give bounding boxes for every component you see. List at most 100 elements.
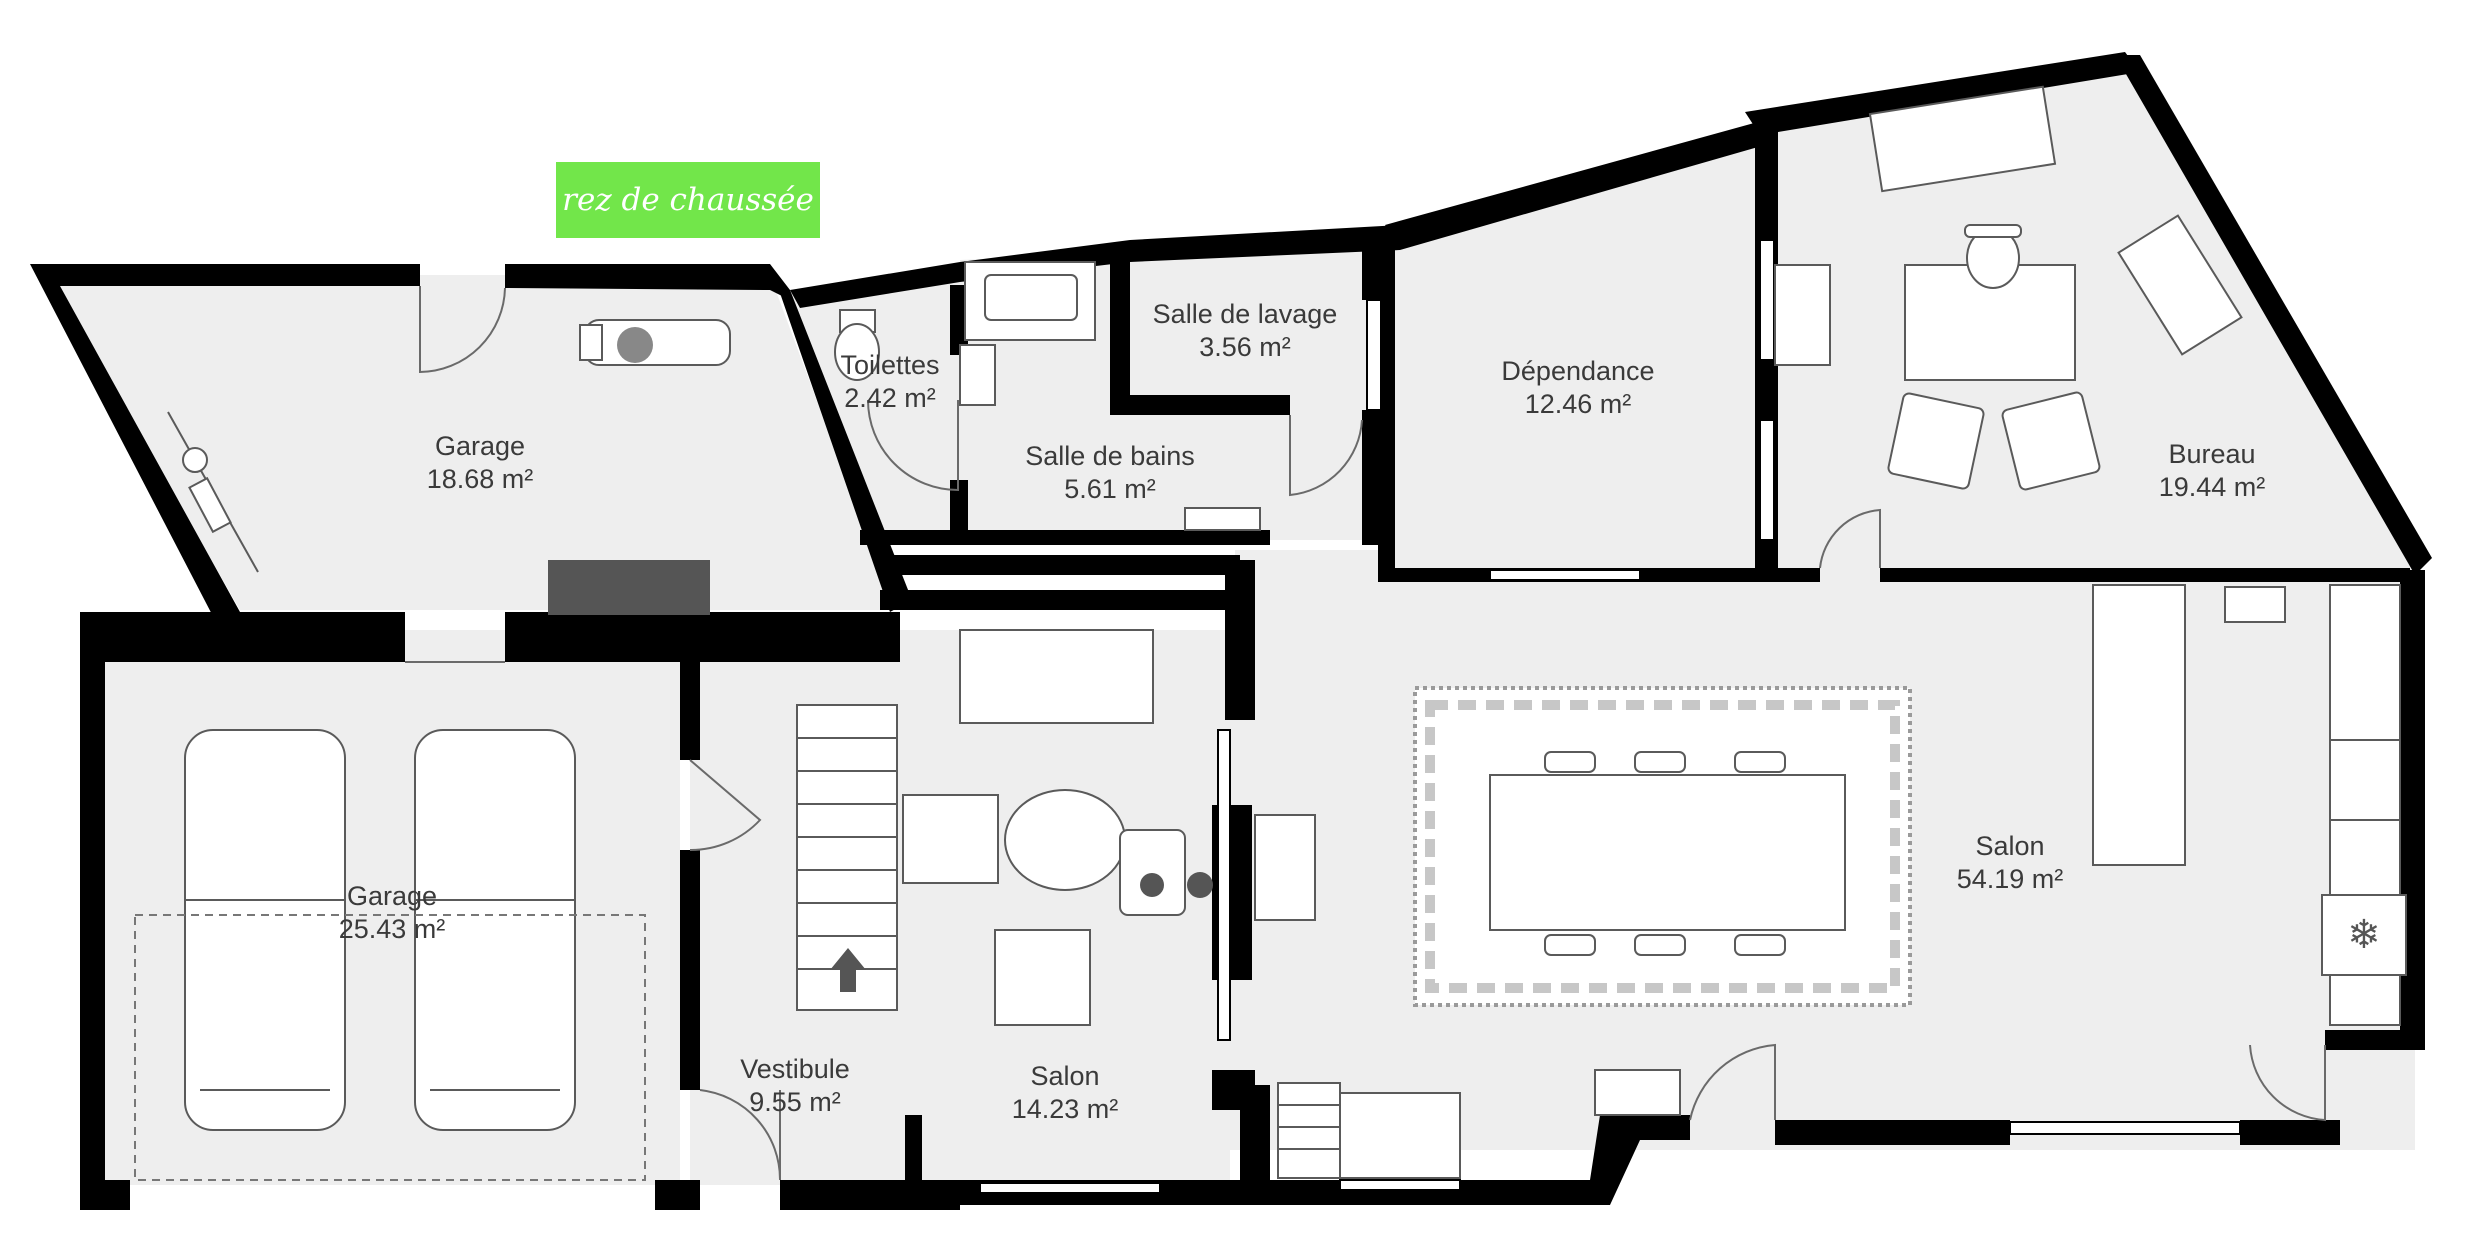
wall-garage-top-right xyxy=(505,264,790,300)
bath-shelf xyxy=(1184,507,1261,531)
floor-toilettes xyxy=(790,270,960,530)
window-bureau-left2 xyxy=(1759,419,1775,541)
room-name-dependance: Dépendance xyxy=(1501,356,1654,386)
room-name-salle-de-lavage: Salle de lavage xyxy=(1153,299,1338,329)
floor-corridor xyxy=(1235,550,1385,600)
entry-cabinet xyxy=(1339,1092,1461,1179)
room-area-toilettes: 2.42 m² xyxy=(844,383,936,413)
room-area-salon-main: 54.19 m² xyxy=(1957,864,2064,894)
bureau-side-table xyxy=(1774,264,1831,366)
wall-lavage-left xyxy=(1110,250,1130,410)
armchair-2 xyxy=(2001,391,2101,491)
bureau-shelf-top xyxy=(1868,85,2057,193)
coffee-table xyxy=(1004,789,1126,891)
wall-corridor-right xyxy=(1225,560,1255,720)
room-name-salle-de-bains: Salle de bains xyxy=(1025,441,1195,471)
car-left-icon xyxy=(184,729,346,1131)
window-salon-small-bottom xyxy=(979,1182,1161,1194)
entry-shelf xyxy=(1594,1069,1681,1116)
door-kitchen xyxy=(2249,1044,2326,1122)
wall-bureau-bottom-right xyxy=(1880,568,2410,582)
wall-bottom-stairs xyxy=(1240,1085,1270,1205)
windows xyxy=(979,239,2241,1194)
door-vestibule xyxy=(699,1089,782,1181)
wall-dependance-top xyxy=(1385,120,1765,250)
motorcycle-icon xyxy=(579,319,731,366)
wall-garage-bottom-floor xyxy=(80,1180,130,1210)
staircase-small xyxy=(1277,1082,1341,1179)
room-name-salon-small: Salon xyxy=(1030,1061,1099,1091)
wall-vestibule-left-low xyxy=(680,850,700,1090)
armchair-4 xyxy=(994,929,1091,1026)
floor-bureau xyxy=(1765,60,2415,555)
window-salon-bottom xyxy=(2009,1121,2241,1135)
room-name-bureau: Bureau xyxy=(2168,439,2255,469)
wall-garage-divider-left xyxy=(80,612,405,662)
dining-chairs xyxy=(1544,751,1786,956)
wall-toilettes-right xyxy=(950,285,968,355)
stairs-up-arrow-icon xyxy=(830,948,866,992)
dining-table xyxy=(1489,774,1846,931)
wall-bath-bottom xyxy=(860,530,1270,545)
kitchen-cooktop xyxy=(2321,894,2407,976)
window-bureau-left xyxy=(1759,239,1775,361)
wall-salon-bottom-left xyxy=(1775,1120,2010,1145)
wall-garage-slant xyxy=(770,264,912,612)
fireplace-hearth xyxy=(1254,814,1316,921)
wall-bottom-salon-small xyxy=(905,1115,922,1210)
door-entry-salon xyxy=(1689,1043,1776,1121)
wall-bottom-vestibule xyxy=(780,1180,960,1210)
wall-garage-divider-right xyxy=(505,612,900,662)
bicycle-icon xyxy=(167,411,259,573)
room-area-garage-bottom: 25.43 m² xyxy=(339,914,446,944)
wall-garage-bottom-left xyxy=(80,635,105,1210)
wall-bureau-bottom-left xyxy=(1765,568,1820,582)
room-area-bureau: 19.44 m² xyxy=(2159,472,2266,502)
room-name-vestibule: Vestibule xyxy=(740,1054,850,1084)
room-name-garage-top: Garage xyxy=(435,431,525,461)
room-area-salle-de-bains: 5.61 m² xyxy=(1064,474,1156,504)
floor-dependance xyxy=(1385,135,1765,570)
window-salon-small-right xyxy=(1217,729,1231,1041)
room-area-vestibule: 9.55 m² xyxy=(749,1087,841,1117)
door-bureau xyxy=(1819,508,1881,569)
fridge-snowflake-icon: ❄ xyxy=(2347,912,2381,958)
walls xyxy=(30,52,2432,1210)
wall-salon-right-low xyxy=(2325,1030,2425,1050)
armchair-3 xyxy=(902,794,999,884)
wall-salon-right xyxy=(2400,570,2425,1050)
workbench xyxy=(548,560,710,615)
window-stairs-bottom xyxy=(1339,1179,1461,1191)
room-area-garage-top: 18.68 m² xyxy=(427,464,534,494)
wall-salon-bottom-step xyxy=(1460,1115,1690,1205)
wall-top-mid xyxy=(790,225,1400,308)
room-area-salle-de-lavage: 3.56 m² xyxy=(1199,332,1291,362)
bath-cabinet xyxy=(959,344,996,406)
room-name-toilettes: Toilettes xyxy=(840,350,939,380)
sink-icon xyxy=(964,261,1096,341)
bureau-shelf-right xyxy=(2117,214,2243,356)
wall-corridor-top xyxy=(880,555,1240,610)
wall-bureau-top xyxy=(1745,52,2140,135)
kitchen-island xyxy=(2092,584,2186,866)
door-vestibule-side xyxy=(689,759,762,852)
garage-door-outline xyxy=(134,914,646,1181)
floor-level-label: rez de chaussée xyxy=(556,162,820,238)
armchair-1 xyxy=(1887,392,1985,490)
wall-salon-bottom-right xyxy=(2240,1120,2340,1145)
wall-garage-bottom-right xyxy=(655,1180,700,1210)
toilet-icon xyxy=(834,309,880,381)
wall-bureau-slant xyxy=(2115,55,2432,575)
room-name-salon-main: Salon xyxy=(1975,831,2044,861)
doors xyxy=(405,286,2326,1181)
room-name-garage-bottom: Garage xyxy=(347,881,437,911)
door-lavage xyxy=(1289,415,1363,497)
sofa xyxy=(959,629,1154,724)
wall-toilettes-right-low xyxy=(950,480,968,540)
wall-vestibule-left xyxy=(680,630,700,760)
door-toilettes xyxy=(867,399,959,492)
furniture: ❄ xyxy=(134,85,2407,1181)
window-dependance-bottom xyxy=(1489,569,1641,581)
rug-inner xyxy=(1425,700,1900,993)
